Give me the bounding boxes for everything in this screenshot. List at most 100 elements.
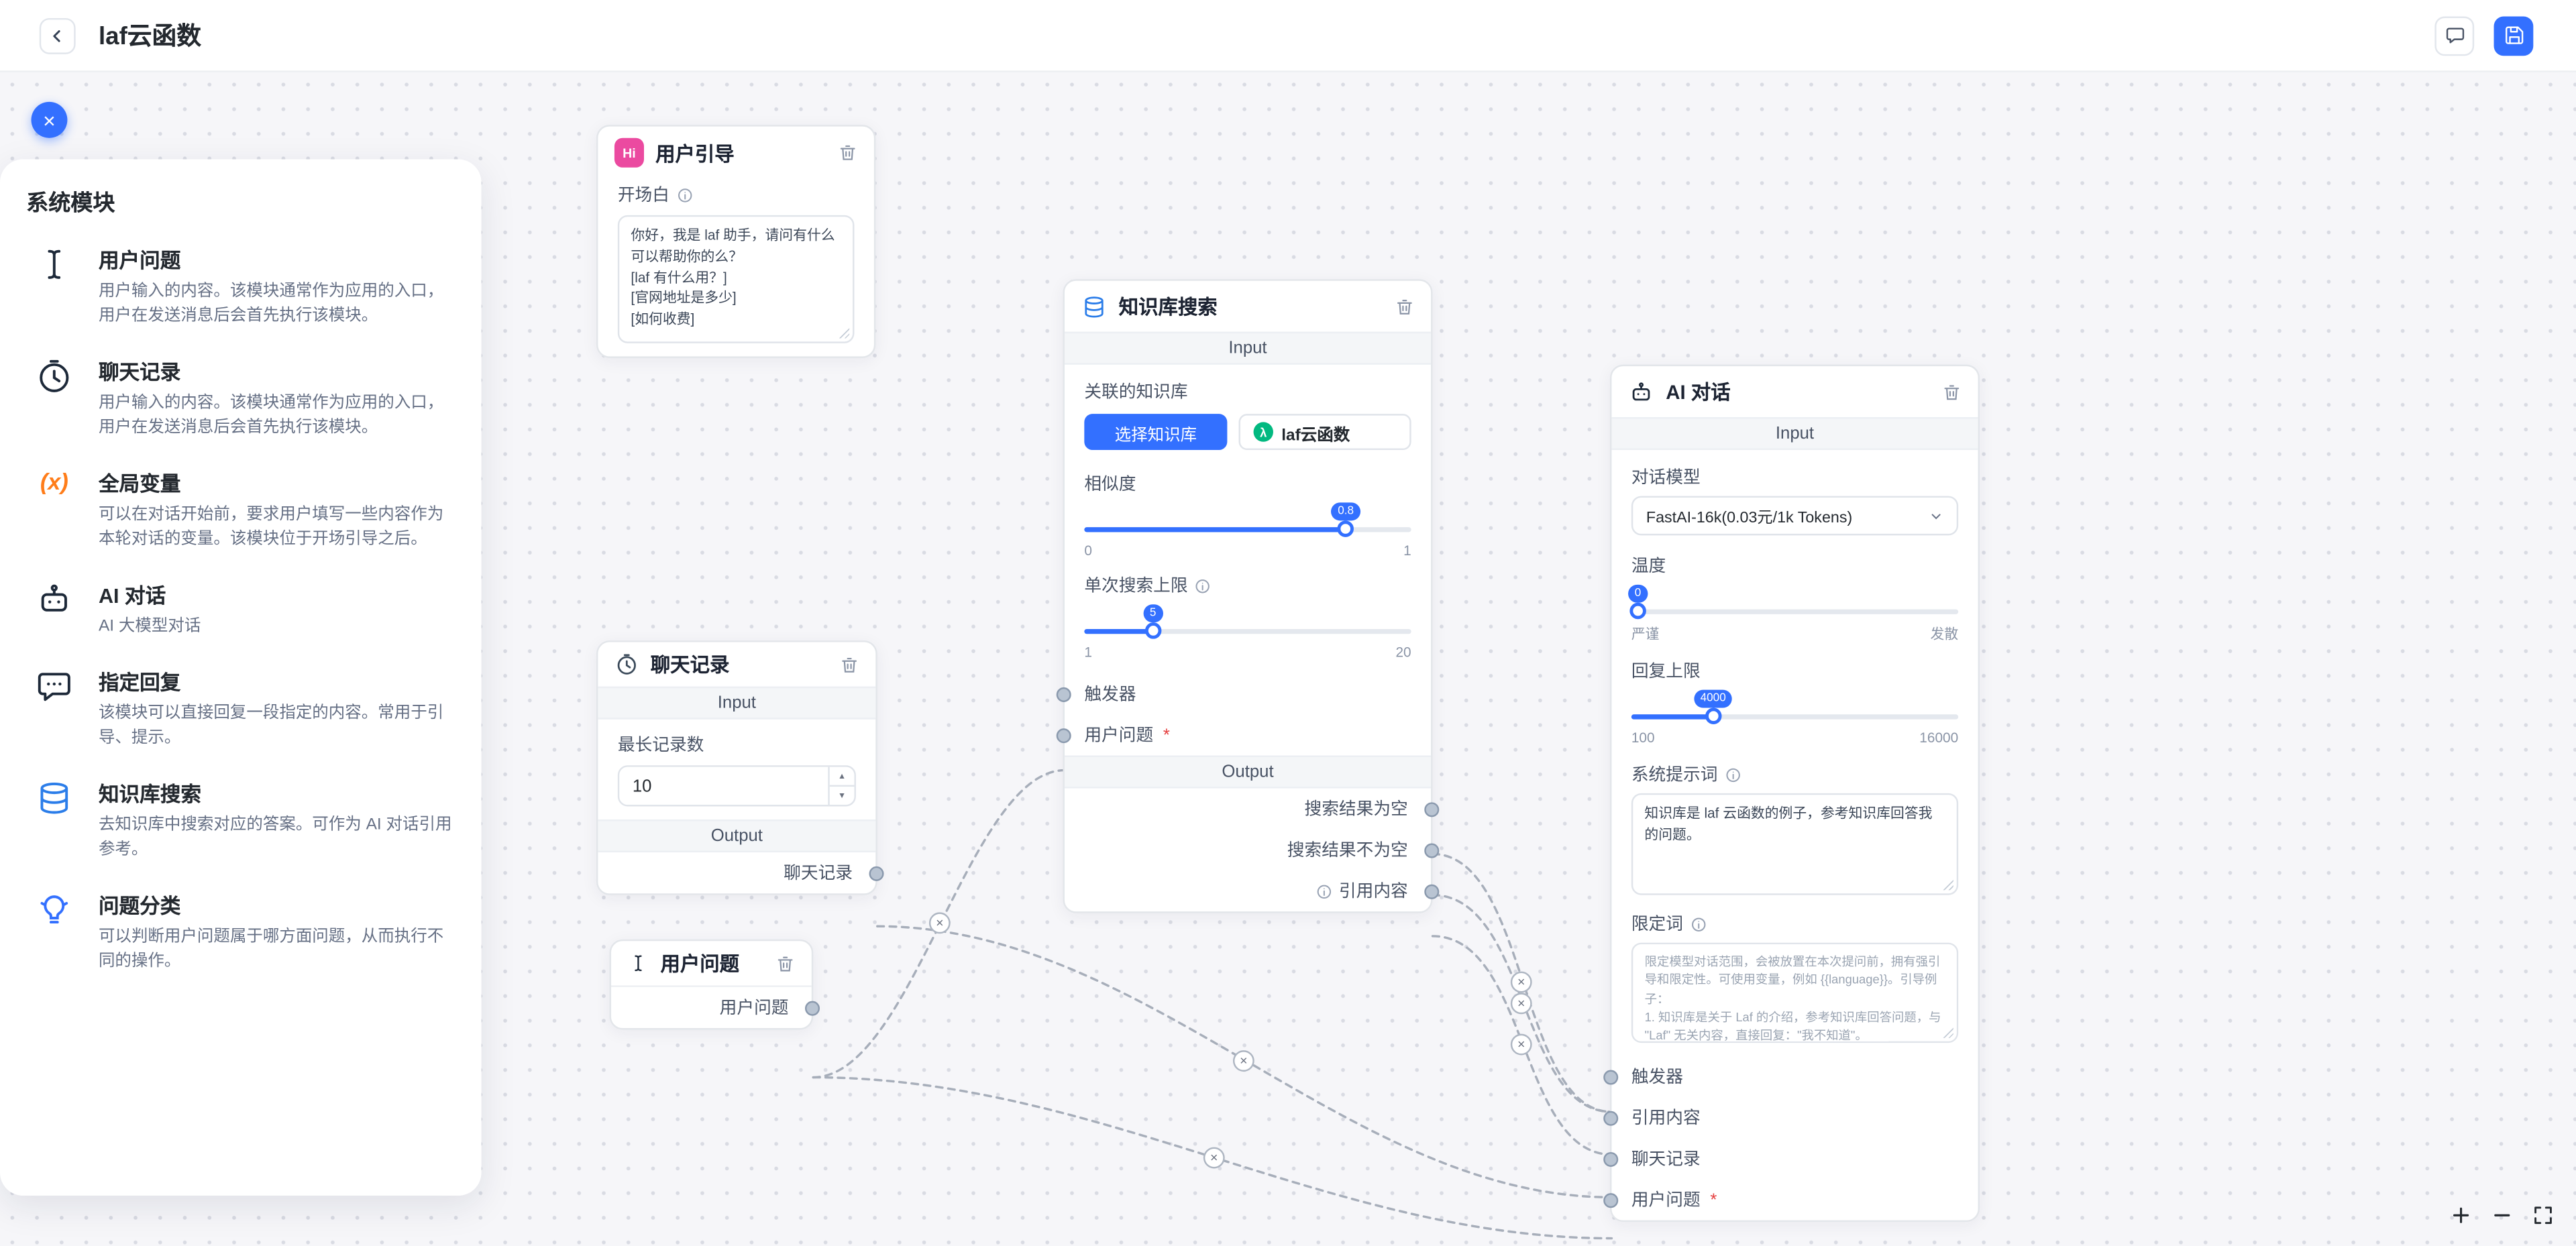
- module-desc: 可以在对话开始前，要求用户填写一些内容作为本轮对话的变量。该模块位于开场引导之后…: [98, 506, 444, 549]
- save-icon: [2504, 26, 2523, 44]
- module-item-question-classify[interactable]: 问题分类 可以判断用户问题属于哪方面问题，从而执行不同的操作。: [26, 889, 455, 974]
- input-port-handle[interactable]: [1603, 1151, 1619, 1166]
- search-limit-slider[interactable]: 5: [1084, 604, 1411, 639]
- info-icon[interactable]: [1690, 915, 1706, 931]
- edge-delete-button[interactable]: ×: [1510, 971, 1532, 993]
- input-port-handle[interactable]: [1603, 1192, 1619, 1208]
- database-icon: [1081, 293, 1107, 319]
- input-port-handle[interactable]: [1603, 1110, 1619, 1125]
- max-token-label: 回复上限: [1631, 661, 1701, 682]
- node-title: 知识库搜索: [1118, 295, 1218, 319]
- slider-min-label: 1: [1084, 644, 1092, 661]
- info-icon[interactable]: [1316, 883, 1332, 899]
- output-port-handle[interactable]: [1424, 801, 1440, 817]
- similarity-slider[interactable]: 0.8: [1084, 502, 1411, 537]
- node-kb-search[interactable]: 知识库搜索 Input 关联的知识库 选择知识库 λ laf云函数 相似度 0.…: [1056, 279, 1440, 913]
- port-label: 搜索结果不为空: [1287, 840, 1408, 861]
- step-up-icon[interactable]: ▲: [829, 767, 855, 787]
- port-label: 触发器: [1631, 1067, 1683, 1088]
- slider-min-label: 严谨: [1631, 626, 1660, 642]
- module-item-global-variable[interactable]: (x) 全局变量 可以在对话开始前，要求用户填写一些内容作为本轮对话的变量。该模…: [26, 467, 455, 552]
- temperature-slider[interactable]: 0: [1627, 584, 1959, 620]
- input-section-bar: Input: [598, 686, 876, 720]
- welcome-textarea[interactable]: 你好，我是 laf 助手，请问有什么可以帮助你的么？ [laf 有什么用？] […: [617, 215, 855, 343]
- kb-tag[interactable]: λ laf云函数: [1238, 414, 1411, 451]
- output-row-user-question: 用户问题: [611, 987, 820, 1028]
- panel-title: 系统模块: [26, 190, 115, 215]
- limit-prompt-textarea[interactable]: [1631, 942, 1959, 1043]
- delete-node-icon[interactable]: [839, 655, 859, 674]
- close-panel-button[interactable]: ×: [31, 101, 68, 138]
- system-prompt-textarea[interactable]: 知识库是 laf 云函数的例子，参考知识库回答我的问题。: [1631, 793, 1959, 895]
- max-records-input[interactable]: [619, 767, 828, 805]
- module-desc: 用户输入的内容。该模块通常作为应用的入口，用户在发送消息后会首先执行该模块。: [98, 282, 444, 325]
- clock-icon: [614, 652, 639, 677]
- output-port-handle[interactable]: [805, 1000, 820, 1015]
- slider-handle[interactable]: [1705, 707, 1721, 725]
- info-icon[interactable]: [1724, 766, 1740, 782]
- module-item-fixed-reply[interactable]: 指定回复 该模块可以直接回复一段指定的内容。常用于引导、提示。: [26, 665, 455, 750]
- zoom-out-button[interactable]: [2491, 1204, 2514, 1227]
- output-port-handle[interactable]: [1424, 842, 1440, 858]
- info-icon[interactable]: [676, 186, 692, 203]
- node-ai-chat[interactable]: AI 对话 Input 对话模型 FastAI-16k(0.03元/1k Tok…: [1603, 364, 1980, 1223]
- module-name: 知识库搜索: [98, 783, 202, 807]
- port-label: 聊天记录: [784, 864, 853, 884]
- output-row-chat-history: 聊天记录: [598, 852, 884, 893]
- input-port-handle[interactable]: [1056, 686, 1071, 701]
- output-row-quote: 引用内容: [1065, 870, 1440, 911]
- edge-delete-button[interactable]: ×: [928, 912, 951, 934]
- required-mark: *: [1710, 1190, 1717, 1210]
- back-button[interactable]: [39, 17, 76, 54]
- save-button[interactable]: [2493, 15, 2534, 56]
- input-port-handle[interactable]: [1603, 1069, 1619, 1084]
- step-down-icon[interactable]: ▼: [838, 791, 847, 801]
- module-item-kb-search[interactable]: 知识库搜索 去知识库中搜索对应的答案。可作为 AI 对话引用参考。: [26, 777, 455, 862]
- module-desc: AI 大模型对话: [98, 617, 201, 636]
- slider-max-label: 发散: [1930, 626, 1959, 642]
- info-icon[interactable]: [1194, 577, 1210, 593]
- max-token-slider[interactable]: 4000: [1631, 689, 1959, 725]
- port-label: 触发器: [1084, 685, 1136, 705]
- number-stepper[interactable]: ▲▼: [828, 767, 855, 805]
- kb-link-label: 关联的知识库: [1084, 382, 1188, 403]
- slider-handle[interactable]: [1337, 520, 1354, 537]
- module-item-ai-chat[interactable]: AI 对话 AI 大模型对话: [26, 578, 455, 639]
- chat-test-button[interactable]: [2434, 15, 2475, 56]
- delete-node-icon[interactable]: [1395, 296, 1414, 316]
- port-label: 聊天记录: [1631, 1149, 1701, 1170]
- fullscreen-icon: [2534, 1206, 2552, 1225]
- input-port-handle[interactable]: [1056, 727, 1071, 742]
- node-chat-history[interactable]: 聊天记录 Input 最长记录数 ▲▼ Output 聊天记录: [596, 640, 884, 895]
- slider-min-label: 0: [1084, 542, 1092, 559]
- slider-handle[interactable]: [1629, 602, 1646, 620]
- similarity-label: 相似度: [1084, 474, 1136, 495]
- input-row-trigger: 触发器: [1056, 673, 1431, 714]
- edge-delete-button[interactable]: ×: [1203, 1147, 1225, 1169]
- output-port-handle[interactable]: [1424, 883, 1440, 899]
- system-prompt-label: 系统提示词: [1631, 765, 1718, 785]
- module-desc: 可以判断用户问题属于哪方面问题，从而执行不同的操作。: [98, 927, 444, 971]
- node-user-question[interactable]: 用户问题 用户问题: [609, 939, 820, 1030]
- delete-node-icon[interactable]: [1942, 382, 1962, 401]
- output-port-handle[interactable]: [869, 865, 884, 881]
- delete-node-icon[interactable]: [775, 954, 795, 973]
- robot-icon: [1628, 378, 1654, 404]
- module-item-chat-history[interactable]: 聊天记录 用户输入的内容。该模块通常作为应用的入口，用户在发送消息后会首先执行该…: [26, 355, 455, 440]
- edge-delete-button[interactable]: ×: [1232, 1050, 1254, 1072]
- edge-delete-button[interactable]: ×: [1510, 993, 1532, 1015]
- database-icon: [26, 777, 82, 862]
- fit-view-button[interactable]: [2532, 1204, 2555, 1227]
- input-row-user-question: 用户问题 *: [1056, 714, 1431, 755]
- edge-delete-button[interactable]: ×: [1510, 1033, 1532, 1056]
- output-section-bar: Output: [598, 819, 876, 853]
- module-item-user-question[interactable]: 用户问题 用户输入的内容。该模块通常作为应用的入口，用户在发送消息后会首先执行该…: [26, 243, 455, 328]
- slider-handle[interactable]: [1144, 622, 1161, 639]
- slider-value-badge: 5: [1143, 604, 1163, 623]
- reply-bubble-icon: [26, 665, 82, 750]
- node-user-guide[interactable]: Hi 用户引导 开场白 你好，我是 laf 助手，请问有什么可以帮助你的么？ […: [596, 125, 876, 358]
- model-select[interactable]: FastAI-16k(0.03元/1k Tokens): [1631, 496, 1959, 536]
- select-kb-button[interactable]: 选择知识库: [1084, 414, 1228, 451]
- zoom-in-button[interactable]: [2449, 1204, 2472, 1227]
- delete-node-icon[interactable]: [838, 143, 857, 162]
